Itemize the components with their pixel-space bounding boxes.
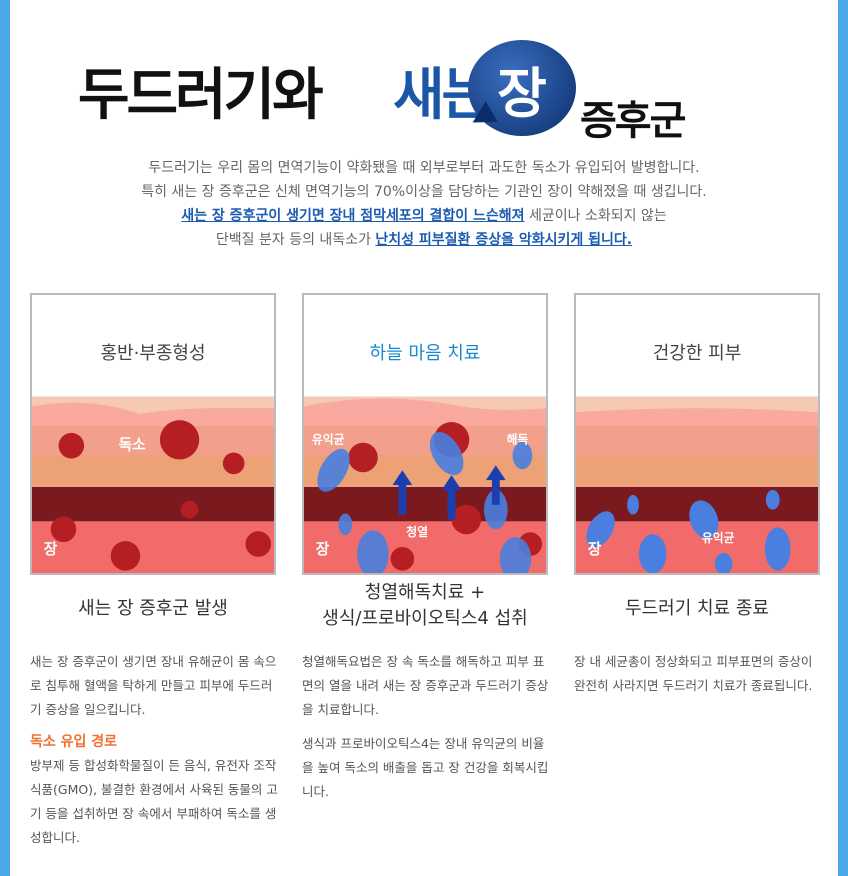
panel-heading: 하늘 마음 치료 — [369, 343, 481, 364]
title-part1: 두드러기와 — [78, 63, 324, 128]
panel-treatment: 하늘 마음 치료 유익균 해독 청열 장 — [302, 293, 548, 575]
route-text: 방부제 등 합성화학물질이 든 음식, 유전자 조작 식품(GMO), 불결한 … — [30, 758, 278, 845]
panel-heading: 홍반·부종형성 — [100, 343, 206, 364]
intro-highlight: 새는 장 증후군이 생기면 장내 점막세포의 결합이 느슨해져 — [181, 208, 525, 224]
intro-highlight: 난치성 피부질환 증상을 악화시키게 됩니다. — [375, 232, 633, 248]
bubble-text: 장 — [497, 61, 547, 125]
speech-bubble: 장 — [468, 40, 576, 136]
intro-line: 특히 새는 장 증후군은 신체 면역기능의 70%이상을 담당하는 기관인 장이… — [141, 184, 707, 200]
desc-text: 청열해독요법은 장 속 독소를 해독하고 피부 표면의 열을 내려 새는 장 증… — [302, 654, 549, 717]
page: 두드러기와 새는 장 증후군 두드러기는 우리 몸의 면역기능이 약화됐을 때 … — [10, 0, 838, 876]
panel-subtitle: 두드러기 치료 종료 — [625, 598, 769, 619]
label-intestine: 장 — [316, 540, 330, 558]
panel-subtitle: 새는 장 증후군 발생 — [78, 598, 228, 619]
panel-subtitle: 청열해독치료 + 생식/프로바이오틱스4 섭취 — [302, 580, 548, 632]
label-probiotics: 유익균 — [312, 433, 345, 447]
intro-line: 두드러기는 우리 몸의 면역기능이 약화됐을 때 외부로부터 과도한 독소가 유… — [148, 160, 700, 176]
label-detox: 해독 — [507, 433, 529, 447]
desc-text: 새는 장 증후군이 생기면 장내 유해균이 몸 속으로 침투해 혈액을 탁하게 … — [30, 654, 277, 717]
panel-description: 새는 장 증후군이 생기면 장내 유해균이 몸 속으로 침투해 혈액을 탁하게 … — [30, 650, 280, 850]
intestine-illustration-treatment: 유익균 해독 청열 장 — [304, 396, 546, 573]
panel-heading: 건강한 피부 — [652, 343, 742, 364]
intro-text: 두드러기는 우리 몸의 면역기능이 약화됐을 때 외부로부터 과도한 독소가 유… — [10, 156, 838, 252]
page-title: 두드러기와 새는 장 증후군 — [68, 40, 768, 144]
intestine-illustration-healthy: 장 유익균 — [576, 396, 818, 573]
intro-line: 단백질 분자 등의 내독소가 — [215, 232, 376, 248]
panel-healthy: 건강한 피부 장 유익균 — [574, 293, 820, 575]
panel-description: 청열해독요법은 장 속 독소를 해독하고 피부 표면의 열을 내려 새는 장 증… — [302, 650, 552, 804]
desc-text: 생식과 프로바이오틱스4는 장내 유익균의 비율을 높여 독소의 배출을 돕고 … — [302, 736, 549, 799]
label-toxin: 독소 — [119, 437, 147, 454]
label-intestine: 장 — [588, 540, 602, 558]
label-heat-clearing: 청열 — [406, 525, 428, 539]
label-probiotics: 유익균 — [702, 531, 735, 545]
route-title: 독소 유입 경로 — [30, 734, 118, 750]
panel-description: 장 내 세균총이 정상화되고 피부표면의 증상이 완전히 사라지면 두드러기 치… — [574, 654, 813, 693]
subtitle-line: 청열해독치료 + — [364, 582, 486, 603]
intestine-illustration-toxins: 독소 장 — [32, 396, 274, 573]
label-intestine: 장 — [44, 540, 58, 558]
panel-symptom: 홍반·부종형성 독소 장 — [30, 293, 276, 575]
intro-line: 세균이나 소화되지 않는 — [524, 208, 667, 224]
subtitle-line: 생식/프로바이오틱스4 섭취 — [322, 608, 528, 629]
title-part3: 증후군 — [580, 98, 686, 144]
